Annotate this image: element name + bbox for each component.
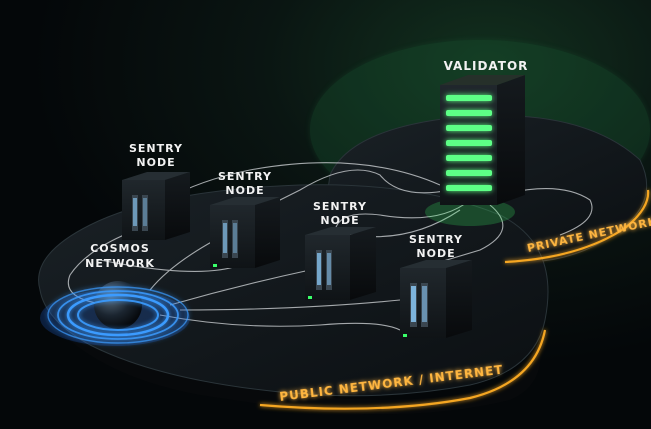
sentry-node-1: SENTRY NODE	[122, 142, 190, 240]
sentry-1-label-line2: NODE	[136, 156, 175, 169]
sentry-2-label-line2: NODE	[225, 184, 264, 197]
sentry-4-label-line1: SENTRY	[409, 233, 463, 246]
sentry-node-4: SENTRY NODE	[400, 233, 472, 338]
validator-server: VALIDATOR	[425, 59, 529, 226]
public-network-edge	[259, 329, 547, 410]
sentry-node-2: SENTRY NODE	[210, 170, 280, 268]
cosmos-network-planet: COSMOS NETWORK	[40, 242, 190, 346]
private-network-edge	[504, 189, 650, 264]
sentry-3-label-line1: SENTRY	[313, 200, 367, 213]
sentry-3-label-line2: NODE	[320, 214, 359, 227]
sentry-2-label-line1: SENTRY	[218, 170, 272, 183]
cosmos-label-line1: COSMOS	[90, 242, 150, 255]
network-cables	[67, 162, 593, 331]
platform-side	[40, 295, 541, 415]
sentry-4-label-line2: NODE	[416, 247, 455, 260]
cosmos-label-line2: NETWORK	[85, 257, 155, 270]
ringed-planet-icon	[94, 281, 142, 329]
sentry-node-3: SENTRY NODE	[305, 200, 376, 300]
validator-label: VALIDATOR	[444, 59, 529, 73]
planet-rings	[47, 286, 189, 344]
server-rack-icon	[446, 95, 492, 191]
sentry-1-label-line1: SENTRY	[129, 142, 183, 155]
